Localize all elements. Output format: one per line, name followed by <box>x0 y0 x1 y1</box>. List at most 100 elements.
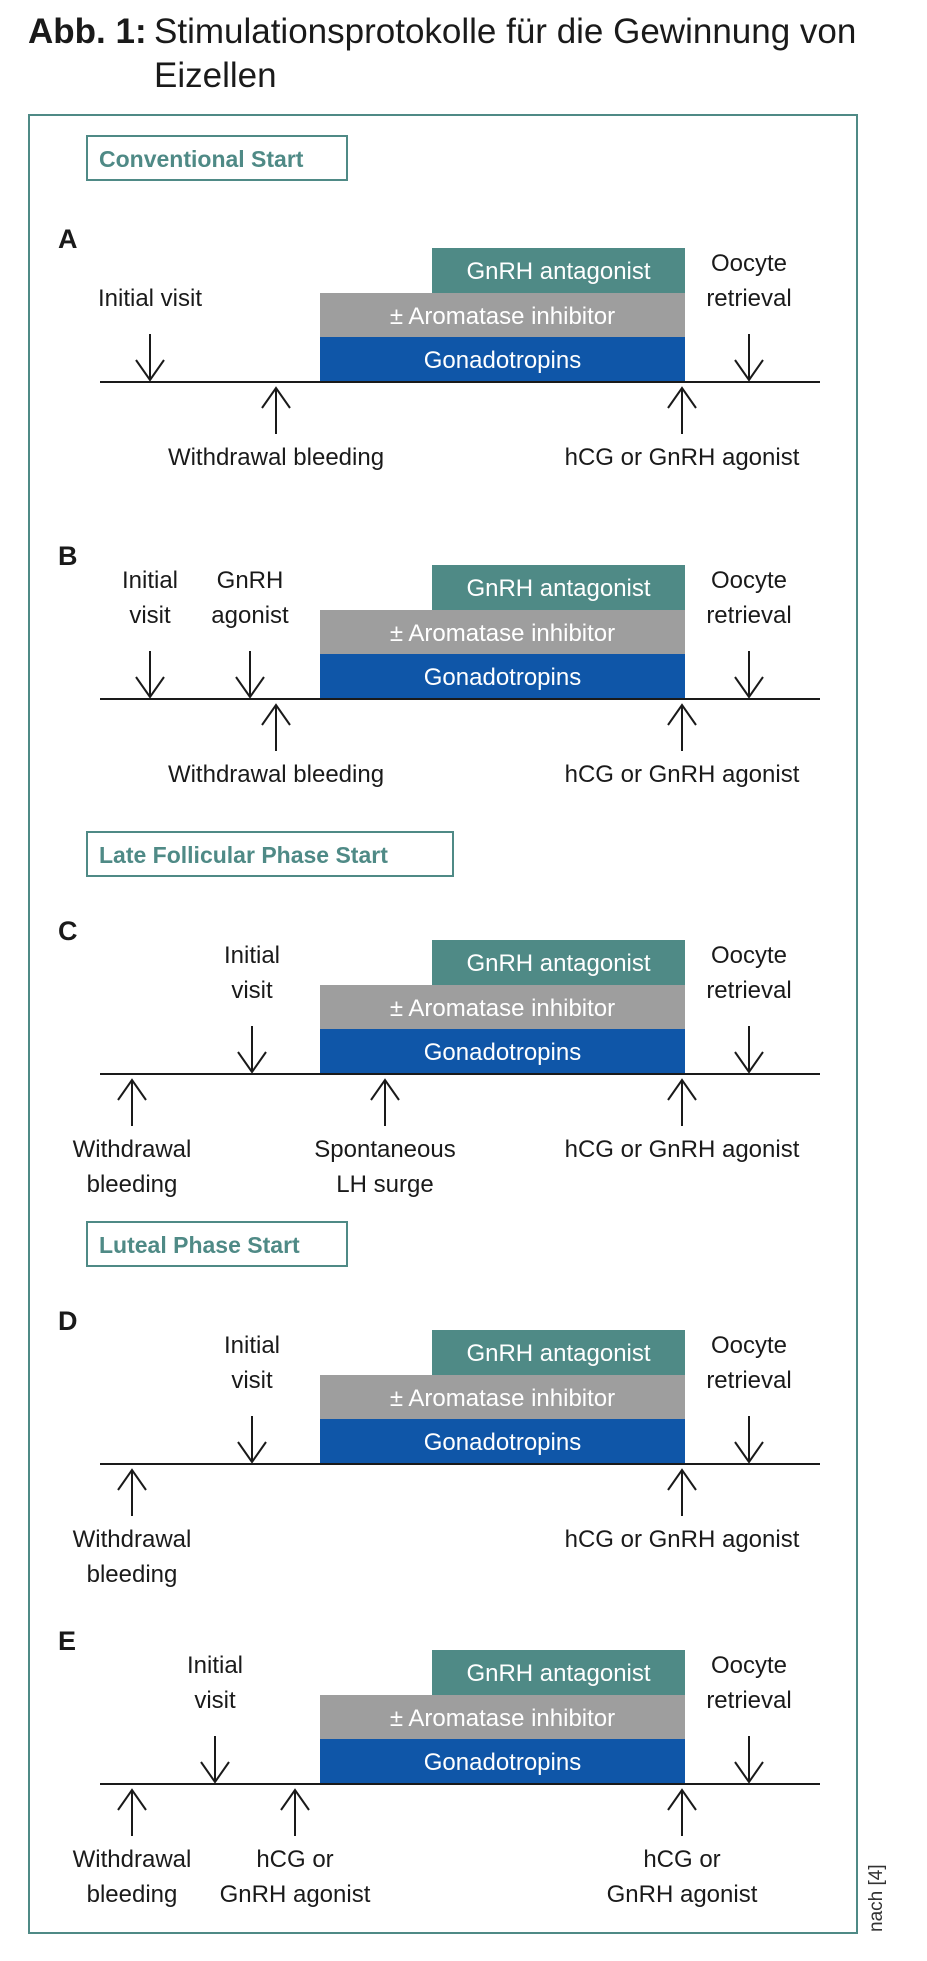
event-above-label: retrieval <box>706 285 791 312</box>
event-below-label: Withdrawal bleeding <box>168 444 384 471</box>
event-below-label: hCG or GnRH agonist <box>565 761 800 788</box>
event-above-label: Oocyte <box>711 1332 787 1359</box>
event-below-label: Withdrawal <box>73 1136 192 1163</box>
event-below-label: Spontaneous <box>314 1136 455 1163</box>
bar-aromatase-inhibitor <box>320 610 685 655</box>
bar-label-aromatase-inhibitor: ± Aromatase inhibitor <box>390 995 615 1022</box>
bar-gonadotropins <box>320 1739 685 1784</box>
arrow-head <box>734 1761 764 1784</box>
bar-gonadotropins <box>320 1029 685 1074</box>
event-below-label: LH surge <box>336 1171 433 1198</box>
bar-aromatase-inhibitor <box>320 1695 685 1740</box>
source-note: nach [4] <box>866 1864 887 1932</box>
event-above: Initial visit <box>98 285 202 382</box>
event-above-label: retrieval <box>706 602 791 629</box>
section-title-text: Late Follicular Phase Start <box>99 842 388 868</box>
event-above: GnRH agonist <box>211 567 289 699</box>
arrow-head <box>667 1788 697 1811</box>
event-above-label: GnRH <box>217 567 284 594</box>
arrow-head <box>117 1468 147 1491</box>
event-below: hCG or GnRH agonist <box>565 1468 800 1553</box>
arrow-head <box>135 359 165 382</box>
event-below: hCG or GnRH agonist <box>607 1788 758 1908</box>
bar-label-gonadotropins: Gonadotropins <box>424 1749 581 1776</box>
section-title-text: Luteal Phase Start <box>99 1232 300 1258</box>
bar-gnrh-antagonist <box>432 248 685 293</box>
arrow-head <box>117 1078 147 1101</box>
event-below-label: bleeding <box>87 1881 178 1908</box>
diagram-frame <box>28 114 858 1934</box>
event-above-label: Oocyte <box>711 567 787 594</box>
section-title-1: Conventional Start <box>86 135 348 181</box>
bar-aromatase-inhibitor <box>320 1375 685 1420</box>
bar-label-gnrh-antagonist: GnRH antagonist <box>466 258 650 285</box>
bar-label-gnrh-antagonist: GnRH antagonist <box>466 1660 650 1687</box>
event-below: hCG or GnRH agonist <box>565 1078 800 1163</box>
arrow-head <box>237 1051 267 1074</box>
event-below-label: hCG or GnRH agonist <box>565 1526 800 1553</box>
section-title-box <box>86 1221 348 1267</box>
event-below: hCG or GnRH agonist <box>565 386 800 471</box>
event-above-label: visit <box>231 977 273 1004</box>
event-above-label: Initial visit <box>98 285 202 312</box>
event-above-label: Initial <box>224 1332 280 1359</box>
event-below-label: GnRH agonist <box>220 1881 371 1908</box>
arrow-head <box>280 1788 310 1811</box>
arrow-head <box>734 676 764 699</box>
event-above-label: retrieval <box>706 1687 791 1714</box>
bar-gonadotropins <box>320 1419 685 1464</box>
arrow-head <box>237 1441 267 1464</box>
event-below: Withdrawal bleeding <box>168 703 384 788</box>
arrow-head <box>261 386 291 409</box>
bar-label-aromatase-inhibitor: ± Aromatase inhibitor <box>390 303 615 330</box>
bar-label-gonadotropins: Gonadotropins <box>424 664 581 691</box>
event-above: Oocyte retrieval <box>706 567 792 699</box>
bar-label-aromatase-inhibitor: ± Aromatase inhibitor <box>390 1705 615 1732</box>
event-above: Oocyte retrieval <box>706 250 792 382</box>
event-below-label: Withdrawal bleeding <box>168 761 384 788</box>
bar-gnrh-antagonist <box>432 940 685 985</box>
bar-label-gnrh-antagonist: GnRH antagonist <box>466 950 650 977</box>
event-below-label: GnRH agonist <box>607 1881 758 1908</box>
event-above-label: agonist <box>211 602 289 629</box>
event-above-label: Initial <box>122 567 178 594</box>
arrow-head <box>261 703 291 726</box>
event-below: hCG or GnRH agonist <box>565 703 800 788</box>
section-title-3: Luteal Phase Start <box>86 1221 348 1267</box>
arrow-head <box>135 676 165 699</box>
event-above-label: Initial <box>224 942 280 969</box>
bar-gnrh-antagonist <box>432 1650 685 1695</box>
arrow-head <box>734 1441 764 1464</box>
event-above-label: Oocyte <box>711 250 787 277</box>
event-above: Initial visit <box>187 1652 243 1784</box>
arrow-head <box>734 1051 764 1074</box>
bar-label-gonadotropins: Gonadotropins <box>424 1039 581 1066</box>
panel-e: E GnRH antagonist ± Aromatase inhibitorGon… <box>58 1626 820 1908</box>
panel-c: C GnRH antagonist ± Aromatase inhibitorGon… <box>58 916 820 1198</box>
bar-label-gnrh-antagonist: GnRH antagonist <box>466 575 650 602</box>
panel-label: E <box>58 1626 76 1656</box>
bar-gonadotropins <box>320 337 685 382</box>
section-title-2: Late Follicular Phase Start <box>86 831 454 877</box>
bar-gnrh-antagonist <box>432 1330 685 1375</box>
event-above-label: Initial <box>187 1652 243 1679</box>
section-title-box <box>86 831 454 877</box>
bar-aromatase-inhibitor <box>320 985 685 1030</box>
event-above-label: retrieval <box>706 1367 791 1394</box>
event-below-label: Withdrawal <box>73 1846 192 1873</box>
figure-label: Abb. 1: <box>28 12 147 51</box>
bar-label-aromatase-inhibitor: ± Aromatase inhibitor <box>390 1385 615 1412</box>
event-above-label: retrieval <box>706 977 791 1004</box>
event-below-label: hCG or <box>643 1846 720 1873</box>
section-title-box <box>86 135 348 181</box>
panel-label: C <box>58 916 78 946</box>
event-above-label: visit <box>194 1687 236 1714</box>
